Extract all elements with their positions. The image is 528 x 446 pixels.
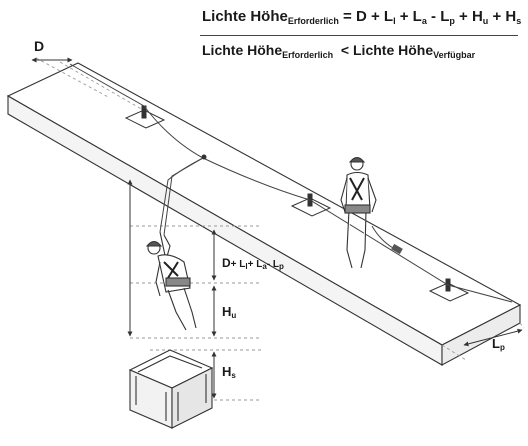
label-hs: Hs — [222, 364, 236, 380]
formula-divider — [200, 35, 518, 36]
worker-fallen — [145, 231, 197, 331]
formula-line1-lhs-sub: Erforderlich — [287, 16, 339, 26]
label-lp: Lp — [492, 336, 505, 352]
formula-line2-lhs-sub: Erforderlich — [282, 50, 334, 60]
formula-line2-lhs: Lichte Höhe — [202, 42, 283, 58]
formula-line2-op: < — [340, 42, 350, 58]
formula-line2-rhs: Lichte Höhe — [353, 42, 434, 58]
anchor-plates — [124, 105, 470, 302]
energy-absorber — [391, 243, 403, 255]
formula-line1-rhs: = D + Ll + La - Lp + Hu + Hs — [343, 8, 522, 26]
formula-line-1: Lichte HöheErforderlich = D + Ll + La - … — [202, 8, 521, 26]
shuttle-connector — [201, 154, 207, 160]
obstacle-box — [128, 349, 214, 429]
formula-line-2: Lichte HöheErforderlich < Lichte HöheVer… — [202, 42, 475, 60]
roof-slab — [6, 62, 522, 366]
formula-line1-lhs: Lichte Höhe — [202, 8, 288, 25]
label-combo: D+ Ll+ La- Lp — [222, 256, 284, 271]
formula-line2-rhs-sub: Verfügbar — [433, 50, 476, 60]
lp-dimension-arrow — [463, 328, 523, 347]
label-d: D — [34, 38, 45, 54]
worker-standing — [340, 156, 377, 269]
anchor-1 — [124, 105, 166, 129]
label-hu: Hu — [222, 304, 237, 320]
lifeline-cable — [69, 63, 513, 303]
